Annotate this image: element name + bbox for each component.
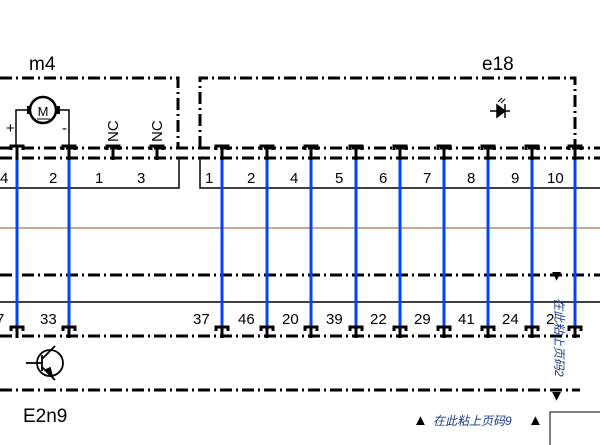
pin-label: 22	[370, 311, 387, 328]
pin-label: 4	[290, 170, 298, 187]
bottom-page-note: 在此粘上页码9	[433, 414, 512, 428]
pin-bracket-top	[348, 144, 364, 160]
pin-label: 2	[546, 311, 554, 328]
page-number-box	[549, 411, 600, 445]
pin-bracket-nc	[105, 144, 121, 160]
pin-bracket-bottom	[480, 325, 496, 338]
pin-label: 33	[40, 311, 57, 328]
pin-bracket-top	[436, 144, 452, 160]
m4-pin-labels: 4 2 1 3	[0, 170, 145, 187]
pin-bracket-top	[567, 144, 583, 160]
pin-label: 41	[458, 311, 475, 328]
pin-bracket-bottom	[524, 325, 540, 338]
pin-label: 39	[326, 311, 343, 328]
pin-label: 20	[282, 311, 299, 328]
pin-bracket-bottom	[9, 325, 25, 338]
nc-label: NC	[105, 120, 122, 142]
pin-label: 10	[547, 170, 564, 187]
pin-bracket-bottom	[567, 325, 583, 338]
pin-label: 46	[238, 311, 255, 328]
nc-label: NC	[149, 120, 166, 142]
led-icon	[490, 97, 510, 119]
transistor-icon	[26, 345, 64, 381]
m4-label: m4	[29, 54, 56, 75]
side-page-note: 在此粘上页码2	[552, 298, 566, 377]
arrow-marker: ▲	[549, 268, 564, 285]
pin-bracket-top	[303, 144, 319, 160]
pin-label: 6	[379, 170, 387, 187]
pin-label: 1	[205, 170, 213, 187]
pin-label: 4	[0, 170, 8, 187]
m4-box	[0, 76, 180, 148]
arrow-marker: ▲	[413, 412, 428, 429]
pin-label: 8	[467, 170, 475, 187]
arrow-marker: ▲	[549, 388, 564, 405]
pin-bracket-bottom	[303, 325, 319, 338]
pin-label: 3	[137, 170, 145, 187]
motor-symbol: M	[38, 104, 49, 119]
pin-bracket-bottom	[392, 325, 408, 338]
pin-label: 7	[0, 311, 4, 328]
pin-label: 9	[511, 170, 519, 187]
pin-bracket-top	[61, 144, 77, 160]
e2n9-label: E2n9	[23, 406, 67, 427]
pin-label: 29	[414, 311, 431, 328]
m4-connector-outline	[0, 159, 180, 189]
pin-label: 2	[247, 170, 255, 187]
pin-label: 2	[49, 170, 57, 187]
pin-bracket-bottom	[259, 325, 275, 338]
motor-icon: M	[15, 95, 70, 146]
pin-bracket-bottom	[214, 325, 230, 338]
minus-sign: -	[62, 120, 67, 137]
pin-label: 24	[502, 311, 519, 328]
pin-bracket-bottom	[61, 325, 77, 338]
pin-bracket-bottom	[436, 325, 452, 338]
pin-bracket-top	[480, 144, 496, 160]
e18-label: e18	[482, 54, 514, 75]
pin-bracket-bottom	[348, 325, 364, 338]
pin-bracket-top	[524, 144, 540, 160]
arrow-marker: ▲	[528, 412, 543, 429]
wires	[9, 144, 583, 338]
pin-label: 7	[423, 170, 431, 187]
e18-connector-outline	[199, 159, 600, 189]
pin-label: 37	[193, 311, 210, 328]
pin-bracket-top	[392, 144, 408, 160]
plus-sign: +	[6, 120, 15, 137]
e18-pin-labels: 1 2 4 5 6 7 8 9 10	[205, 170, 564, 187]
e18-box	[198, 76, 577, 148]
pin-label: 5	[335, 170, 343, 187]
pin-bracket-top	[259, 144, 275, 160]
e2n9-pin-labels: 7 33 37 46 20 39 22 29 41 24 2	[0, 311, 554, 328]
pin-bracket-top	[214, 144, 230, 160]
pin-label: 1	[95, 170, 103, 187]
pin-bracket-nc	[149, 144, 165, 160]
pin-bracket-top	[9, 144, 25, 160]
